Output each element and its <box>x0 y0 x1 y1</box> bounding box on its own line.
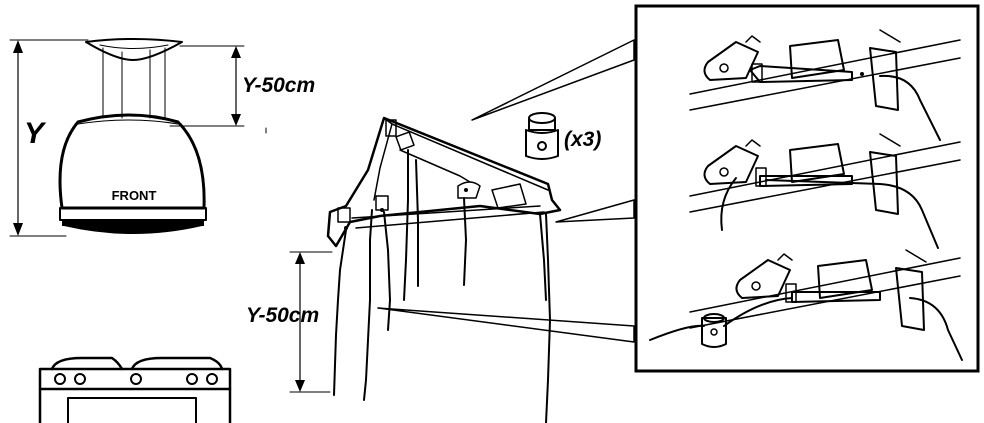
height-dimension <box>9 39 89 237</box>
stove-icon <box>38 356 232 423</box>
cable-length-label-top: Y-50cm <box>242 74 315 97</box>
cable-clamp-icon <box>525 112 559 160</box>
mounting-frame-icon <box>326 116 562 423</box>
clamp-detail-panel <box>634 4 980 373</box>
height-label: Y <box>24 117 47 150</box>
detail-step-2 <box>689 133 961 249</box>
detail-step-1 <box>689 29 961 141</box>
hood-front-label: FRONT <box>112 188 157 203</box>
cooker-hood-icon: FRONT <box>58 38 207 234</box>
cable-length-dimension-side <box>289 251 333 393</box>
cable-length-label-side: Y-50cm <box>246 304 319 327</box>
detail-step-3 <box>649 249 963 361</box>
zoom-lines <box>377 39 635 343</box>
cable-length-dimension-top <box>169 45 245 127</box>
clamp-count-label: (x3) <box>564 128 601 151</box>
